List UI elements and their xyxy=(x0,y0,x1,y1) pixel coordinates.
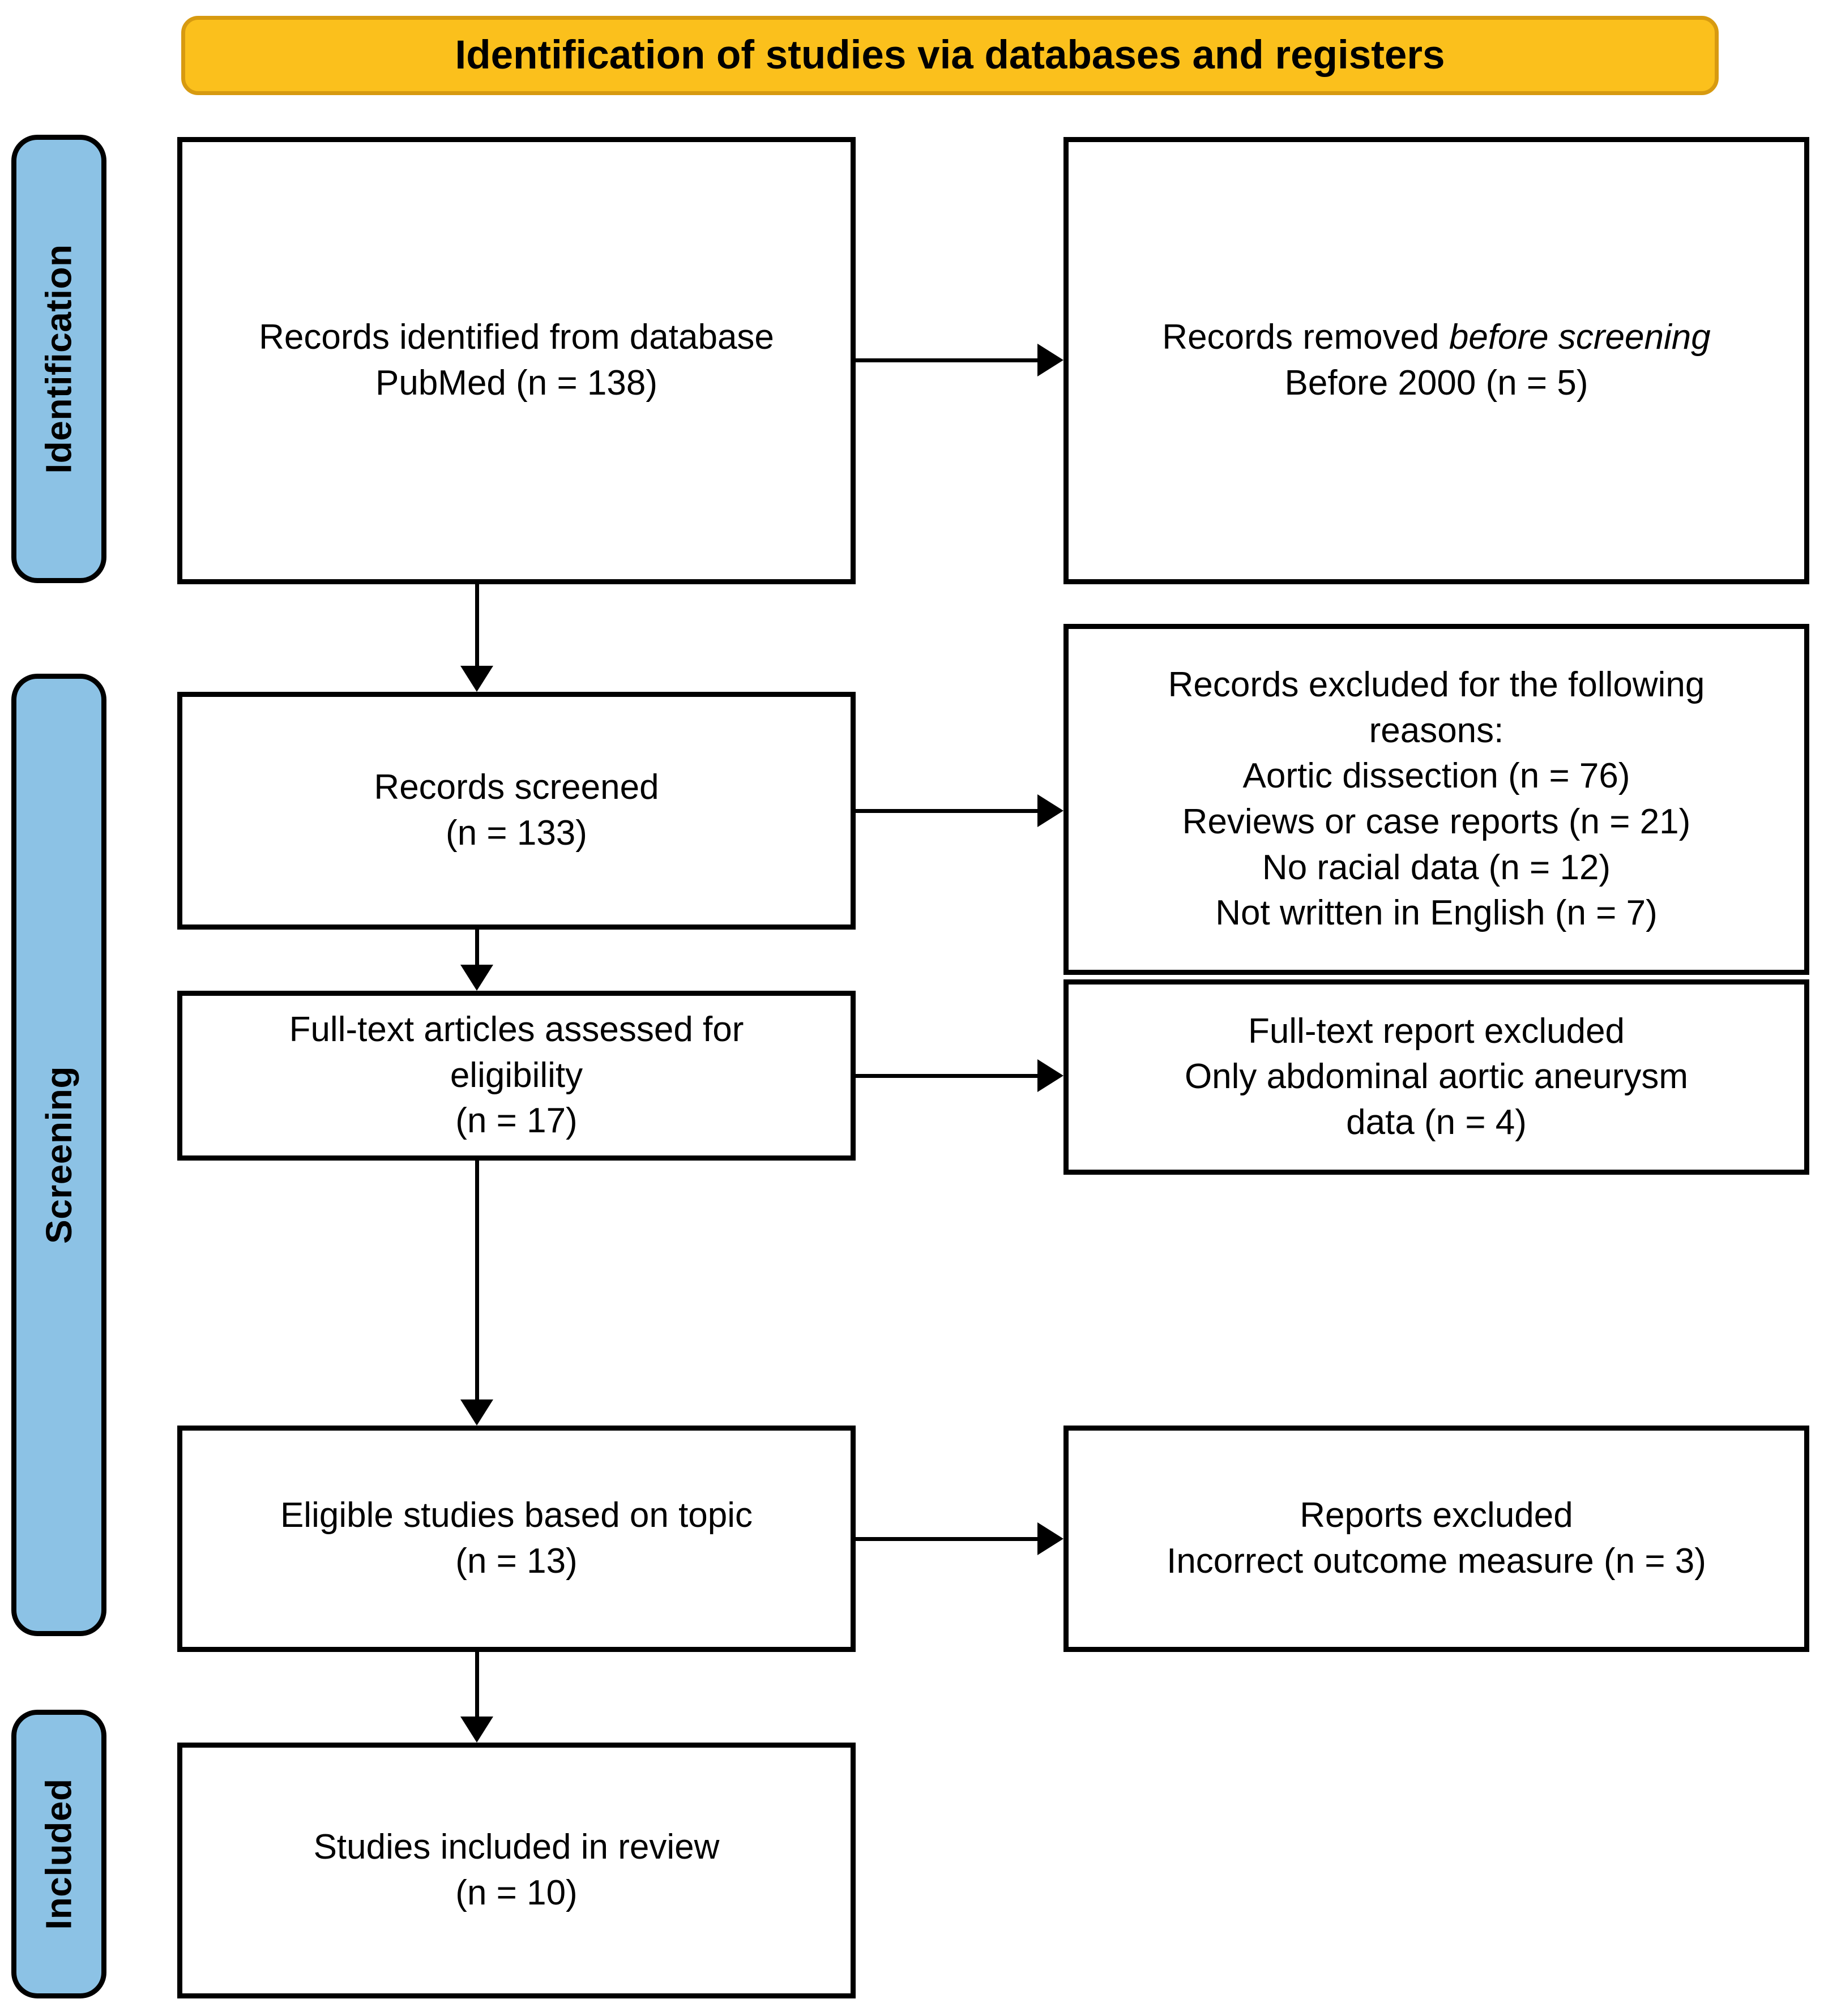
records-excluded-reason-1: Aortic dissection (n = 76) xyxy=(1242,756,1630,796)
records-identified-line-1: Records identified from database xyxy=(259,318,774,357)
diagram-title-banner: Identification of studies via databases … xyxy=(181,16,1719,95)
stage-pill-included: Included xyxy=(11,1710,106,1998)
box-eligible-studies: Eligible studies based on topic (n = 13) xyxy=(177,1426,856,1652)
reports-excluded-line-2: Incorrect outcome measure (n = 3) xyxy=(1167,1542,1706,1581)
box-records-removed-text: Records removed before screening Before … xyxy=(1084,315,1788,406)
arrow-fulltext-to-eligible xyxy=(460,1161,494,1426)
records-excluded-reason-4: Not written in English (n = 7) xyxy=(1215,893,1658,933)
full-text-excluded-line-1: Full-text report excluded xyxy=(1248,1011,1625,1051)
records-screened-line-2: (n = 133) xyxy=(446,814,587,853)
box-records-screened: Records screened (n = 133) xyxy=(177,692,856,930)
box-full-text-excluded: Full-text report excluded Only abdominal… xyxy=(1063,979,1809,1175)
arrow-identified-to-screened xyxy=(460,584,494,692)
stage-label-identification: Identification xyxy=(39,244,79,474)
studies-included-line-1: Studies included in review xyxy=(313,1827,720,1867)
full-text-excluded-line-3: data (n = 4) xyxy=(1346,1102,1527,1142)
box-records-screened-text: Records screened (n = 133) xyxy=(198,765,835,856)
box-records-identified-text: Records identified from database PubMed … xyxy=(198,315,835,406)
box-reports-excluded-text: Reports excluded Incorrect outcome measu… xyxy=(1084,1493,1788,1584)
box-studies-included-text: Studies included in review (n = 10) xyxy=(198,1825,835,1916)
eligible-studies-line-2: (n = 13) xyxy=(455,1542,578,1581)
records-removed-line-2: Before 2000 (n = 5) xyxy=(1284,363,1588,403)
full-text-assessed-line-2: eligibility xyxy=(450,1055,583,1095)
stage-label-screening: Screening xyxy=(39,1066,79,1244)
box-records-identified: Records identified from database PubMed … xyxy=(177,137,856,584)
stage-label-included: Included xyxy=(39,1778,79,1930)
box-studies-included: Studies included in review (n = 10) xyxy=(177,1743,856,1998)
reports-excluded-line-1: Reports excluded xyxy=(1300,1496,1573,1535)
records-excluded-reason-2: Reviews or case reports (n = 21) xyxy=(1182,802,1691,841)
eligible-studies-line-1: Eligible studies based on topic xyxy=(280,1496,753,1535)
box-records-excluded: Records excluded for the following reaso… xyxy=(1063,624,1809,975)
arrow-fulltext-to-fulltext-excluded xyxy=(856,1059,1063,1093)
records-identified-line-2: PubMed (n = 138) xyxy=(375,363,658,403)
full-text-excluded-line-2: Only abdominal aortic aneurysm xyxy=(1184,1057,1689,1097)
records-screened-line-1: Records screened xyxy=(374,768,659,807)
full-text-assessed-line-1: Full-text articles assessed for xyxy=(289,1010,744,1050)
records-removed-line-1: Records removed before screening xyxy=(1084,315,1788,361)
arrow-screened-to-fulltext xyxy=(460,930,494,991)
box-full-text-assessed-text: Full-text articles assessed for eligibil… xyxy=(198,1007,835,1144)
studies-included-line-2: (n = 10) xyxy=(455,1873,578,1912)
records-excluded-reason-3: No racial data (n = 12) xyxy=(1262,848,1611,887)
box-full-text-excluded-text: Full-text report excluded Only abdominal… xyxy=(1084,1009,1788,1146)
stage-pill-screening: Screening xyxy=(11,674,106,1636)
stage-pill-identification: Identification xyxy=(11,135,106,583)
box-records-excluded-text: Records excluded for the following reaso… xyxy=(1084,662,1788,936)
records-removed-emphasis: before screening xyxy=(1449,318,1711,357)
arrow-screened-to-excluded xyxy=(856,794,1063,828)
arrow-eligible-to-reports-excluded xyxy=(856,1522,1063,1556)
arrow-identified-to-removed xyxy=(856,343,1063,377)
box-eligible-studies-text: Eligible studies based on topic (n = 13) xyxy=(198,1493,835,1584)
box-full-text-assessed: Full-text articles assessed for eligibil… xyxy=(177,991,856,1161)
box-reports-excluded: Reports excluded Incorrect outcome measu… xyxy=(1063,1426,1809,1652)
page-title: Identification of studies via databases … xyxy=(455,32,1445,78)
records-excluded-line-2: reasons: xyxy=(1369,710,1504,750)
full-text-assessed-line-3: (n = 17) xyxy=(455,1101,578,1141)
box-records-removed: Records removed before screening Before … xyxy=(1063,137,1809,584)
records-excluded-line-1: Records excluded for the following xyxy=(1168,665,1705,705)
records-removed-prefix: Records removed xyxy=(1162,318,1449,357)
arrow-eligible-to-included xyxy=(460,1652,494,1743)
